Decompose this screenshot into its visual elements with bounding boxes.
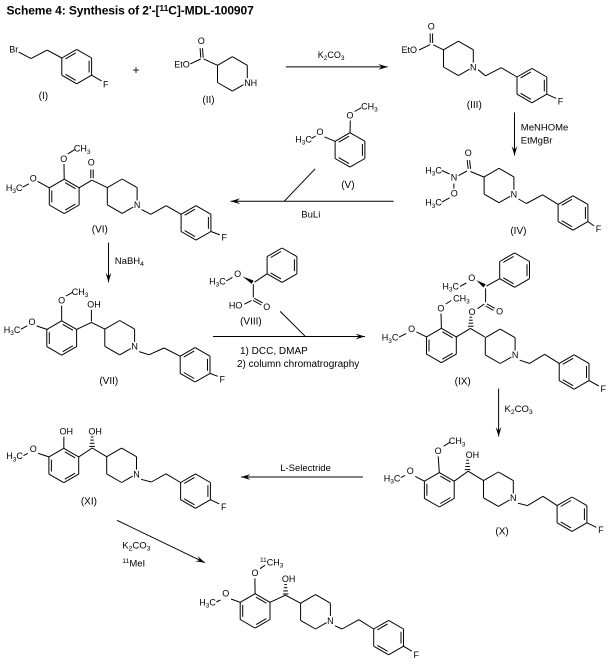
svg-text:(VIII): (VIII) bbox=[240, 317, 262, 328]
svg-text:(II): (II) bbox=[202, 95, 214, 106]
svg-text:F: F bbox=[598, 525, 604, 535]
svg-text:(V): (V) bbox=[341, 180, 354, 191]
svg-text:(VI): (VI) bbox=[92, 225, 108, 236]
svg-text:N: N bbox=[451, 172, 458, 182]
svg-text:1) DCC, DMAP: 1) DCC, DMAP bbox=[240, 346, 308, 357]
svg-text:Br: Br bbox=[9, 44, 18, 54]
svg-text:O: O bbox=[468, 273, 475, 283]
svg-text:O: O bbox=[437, 303, 444, 313]
svg-text:O: O bbox=[263, 302, 270, 312]
svg-text:(VII): (VII) bbox=[99, 376, 118, 387]
svg-text:F: F bbox=[596, 224, 602, 234]
svg-text:MeNHOMe: MeNHOMe bbox=[521, 123, 569, 134]
svg-text:F: F bbox=[601, 384, 607, 394]
svg-text:F: F bbox=[103, 79, 109, 89]
svg-text:N: N bbox=[133, 469, 140, 479]
svg-text:O: O bbox=[222, 589, 229, 599]
svg-text:O: O bbox=[234, 269, 241, 279]
svg-text:N: N bbox=[470, 62, 477, 72]
svg-text:O: O bbox=[346, 111, 353, 121]
svg-text:(XI): (XI) bbox=[81, 497, 97, 508]
svg-text:O: O bbox=[30, 444, 37, 454]
svg-text:2) column chromatrography: 2) column chromatrography bbox=[237, 359, 359, 370]
svg-text:O: O bbox=[198, 36, 205, 46]
svg-text:K2CO3: K2CO3 bbox=[122, 540, 150, 552]
svg-text:N: N bbox=[512, 350, 519, 360]
svg-text:N: N bbox=[327, 616, 334, 626]
svg-text:OH: OH bbox=[466, 450, 480, 460]
svg-text:(X): (X) bbox=[495, 527, 508, 538]
svg-text:F: F bbox=[219, 374, 225, 384]
svg-text:O: O bbox=[465, 148, 472, 158]
svg-text:O: O bbox=[407, 466, 414, 476]
svg-text:EtO: EtO bbox=[402, 45, 418, 55]
svg-text:O: O bbox=[30, 174, 37, 184]
svg-text:F: F bbox=[558, 96, 564, 106]
svg-text:OH: OH bbox=[282, 574, 296, 584]
svg-text:L-Selectride: L-Selectride bbox=[280, 463, 331, 474]
svg-text:OH: OH bbox=[87, 300, 101, 310]
svg-text:O: O bbox=[28, 317, 35, 327]
svg-text:(IV): (IV) bbox=[510, 226, 526, 237]
svg-text:F: F bbox=[221, 502, 227, 512]
svg-text:N: N bbox=[510, 493, 517, 503]
svg-text:(III): (III) bbox=[467, 100, 482, 111]
svg-text:F: F bbox=[221, 233, 227, 243]
svg-text:N: N bbox=[134, 200, 141, 210]
svg-text:O: O bbox=[60, 154, 67, 164]
svg-text:N: N bbox=[511, 189, 518, 199]
svg-text:EtMgBr: EtMgBr bbox=[521, 136, 553, 147]
svg-text:F: F bbox=[414, 650, 420, 660]
svg-text:O: O bbox=[88, 158, 95, 168]
svg-text:K2CO3: K2CO3 bbox=[505, 404, 533, 416]
svg-text:+: + bbox=[132, 63, 139, 77]
svg-text:(I): (I) bbox=[39, 91, 48, 102]
svg-text:O: O bbox=[251, 568, 258, 578]
svg-text:NH: NH bbox=[244, 78, 257, 88]
svg-text:N: N bbox=[131, 342, 138, 352]
svg-text:Scheme 4: Synthesis of 2'-[11C: Scheme 4: Synthesis of 2'-[11C]-MDL-1009… bbox=[7, 3, 255, 17]
svg-text:O: O bbox=[316, 127, 323, 137]
svg-text:O: O bbox=[408, 324, 415, 334]
svg-text:NaBH4: NaBH4 bbox=[115, 256, 144, 268]
svg-text:O: O bbox=[428, 21, 435, 31]
svg-text:O: O bbox=[468, 307, 475, 317]
svg-text:HO: HO bbox=[229, 301, 243, 311]
svg-text:O: O bbox=[58, 296, 65, 306]
svg-text:OH: OH bbox=[60, 427, 74, 437]
svg-text:(IX): (IX) bbox=[455, 377, 471, 388]
svg-text:OH: OH bbox=[88, 427, 102, 437]
svg-text:O: O bbox=[451, 188, 458, 198]
svg-text:BuLi: BuLi bbox=[301, 209, 320, 220]
svg-text:O: O bbox=[496, 306, 503, 316]
svg-text:O: O bbox=[435, 446, 442, 456]
svg-text:EtO: EtO bbox=[174, 59, 190, 69]
